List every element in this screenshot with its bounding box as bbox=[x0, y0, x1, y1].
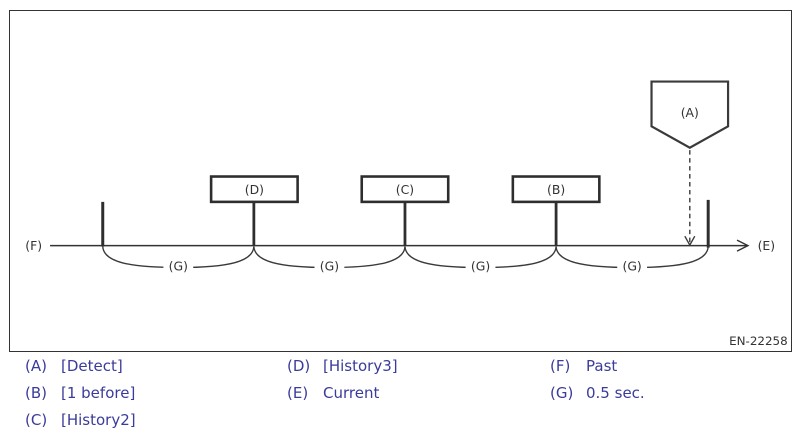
legend-item-b: (B) [1 before] bbox=[25, 381, 136, 406]
diagram-frame: (F) (E) (D) (C) (B) (A) bbox=[9, 10, 792, 352]
figure-code: EN-22258 bbox=[729, 334, 788, 348]
legend-value-e: Current bbox=[323, 384, 380, 402]
legend-column-2: (D) [History3] (E) Current bbox=[287, 352, 398, 406]
legend-column-3: (F) Past (G) 0.5 sec. bbox=[550, 352, 645, 406]
interval-label-4-bg bbox=[617, 258, 648, 273]
history3-box bbox=[209, 175, 299, 204]
legend-item-c: (C) [History2] bbox=[25, 408, 136, 433]
legend-value-g: 0.5 sec. bbox=[586, 384, 645, 402]
legend-value-a: [Detect] bbox=[61, 357, 123, 375]
legend-value-b: [1 before] bbox=[61, 384, 136, 402]
interval-label-1-bg bbox=[163, 258, 194, 273]
history2-box bbox=[360, 175, 450, 204]
legend-item-g: (G) 0.5 sec. bbox=[550, 381, 645, 406]
interval-label-1: (G) bbox=[169, 259, 188, 274]
timeline-diagram: (F) (E) (D) (C) (B) (A) bbox=[25, 80, 788, 348]
legend-key-c: (C) bbox=[25, 411, 48, 429]
timeline-arrowhead-icon bbox=[736, 239, 750, 252]
legend-column-1: (A) [Detect] (B) [1 before] (C) [History2] bbox=[25, 352, 136, 433]
one-before-box-label: (B) bbox=[547, 182, 565, 197]
one-before-box bbox=[511, 175, 601, 204]
detect-drop-arrowhead-icon bbox=[684, 235, 696, 247]
legend-value-d: [History3] bbox=[323, 357, 398, 375]
legend-key-d: (D) bbox=[287, 357, 311, 375]
legend-key-f: (F) bbox=[550, 357, 571, 375]
history3-box-label: (D) bbox=[245, 182, 264, 197]
legend-key-e: (E) bbox=[287, 384, 309, 402]
legend-item-f: (F) Past bbox=[550, 354, 645, 379]
interval-label-2: (G) bbox=[320, 259, 339, 274]
interval-label-4: (G) bbox=[622, 259, 641, 274]
interval-label-3: (G) bbox=[471, 259, 490, 274]
history2-box-label: (C) bbox=[396, 182, 414, 197]
detect-marker bbox=[650, 80, 730, 149]
legend-key-a: (A) bbox=[25, 357, 47, 375]
legend-value-f: Past bbox=[586, 357, 618, 375]
legend-value-c: [History2] bbox=[61, 411, 136, 429]
current-label: (E) bbox=[758, 238, 776, 253]
detect-marker-label: (A) bbox=[681, 105, 699, 120]
legend-item-d: (D) [History3] bbox=[287, 354, 398, 379]
past-label: (F) bbox=[25, 238, 42, 253]
legend: (A)[Detect] (B)[1 before] (C)[History2] … bbox=[0, 352, 801, 438]
interval-label-3-bg bbox=[465, 258, 496, 273]
legend-item-a: (A) [Detect] bbox=[25, 354, 136, 379]
legend-key-g: (G) bbox=[550, 384, 574, 402]
interval-label-2-bg bbox=[314, 258, 345, 273]
legend-item-e: (E) Current bbox=[287, 381, 398, 406]
legend-key-b: (B) bbox=[25, 384, 47, 402]
